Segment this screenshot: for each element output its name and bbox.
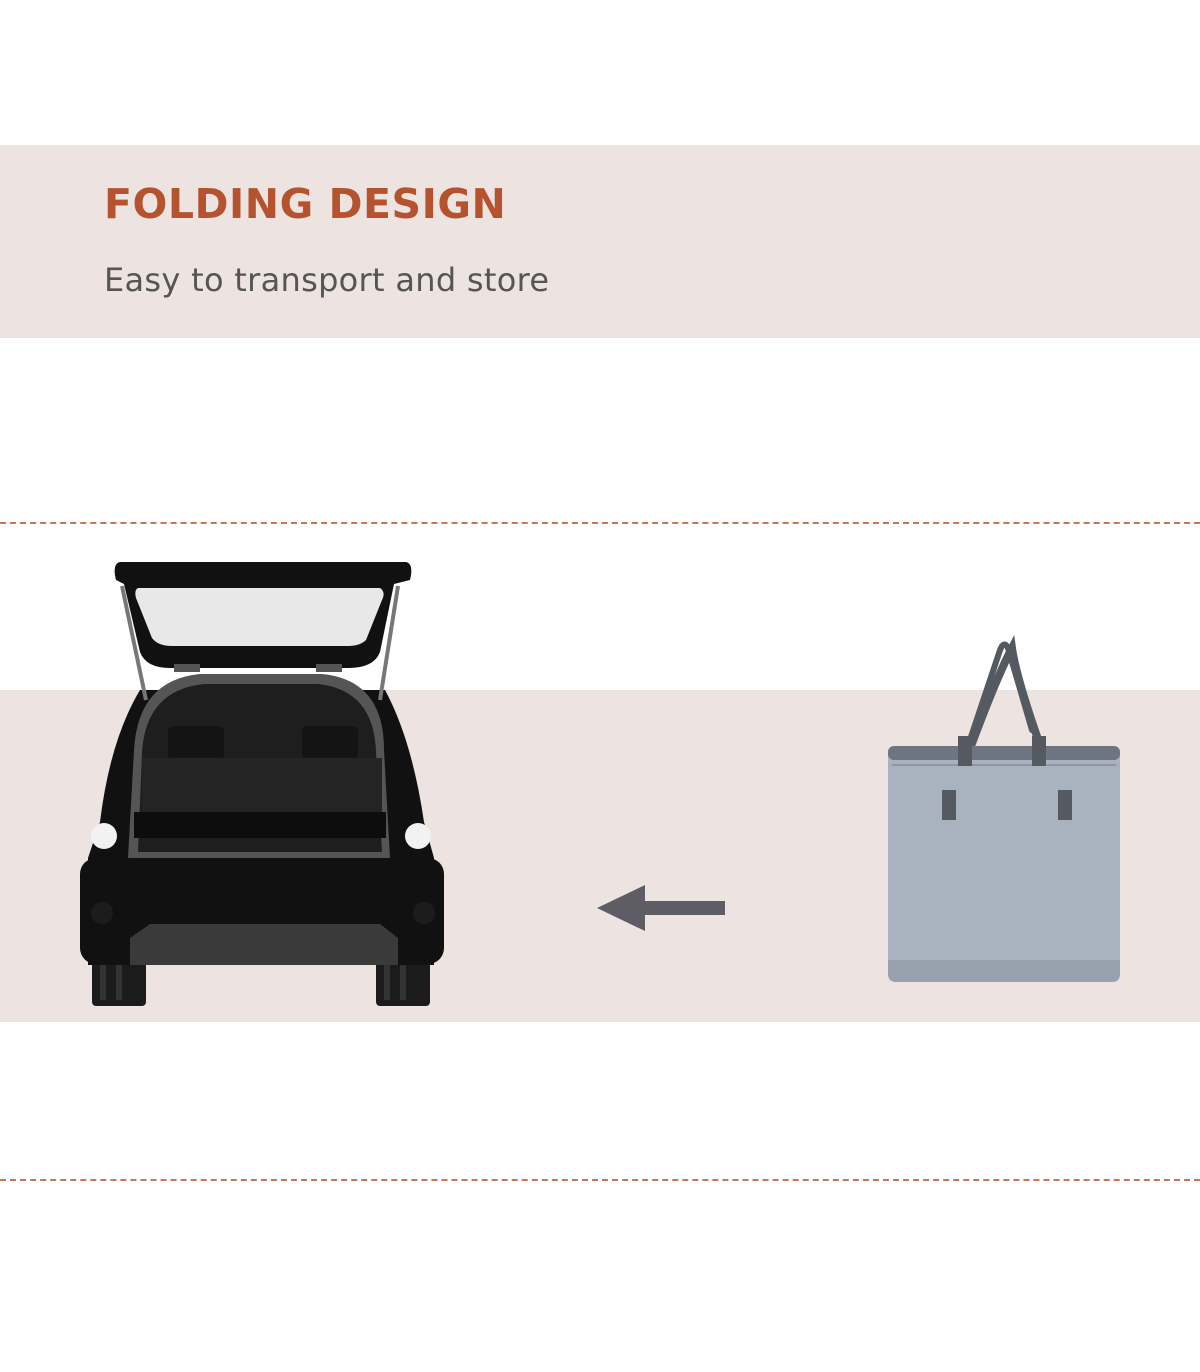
arrow-left-icon bbox=[597, 885, 725, 931]
folding-illustration bbox=[80, 562, 1120, 1006]
storage-bag-icon bbox=[888, 635, 1120, 982]
hatchback-car-open-trunk-icon bbox=[80, 562, 444, 1006]
bottom-divider bbox=[0, 1179, 1200, 1181]
page-subtitle: Easy to transport and store bbox=[104, 261, 550, 299]
top-divider bbox=[0, 522, 1200, 524]
page-title: FOLDING DESIGN bbox=[104, 180, 507, 228]
header-band bbox=[0, 145, 1200, 338]
